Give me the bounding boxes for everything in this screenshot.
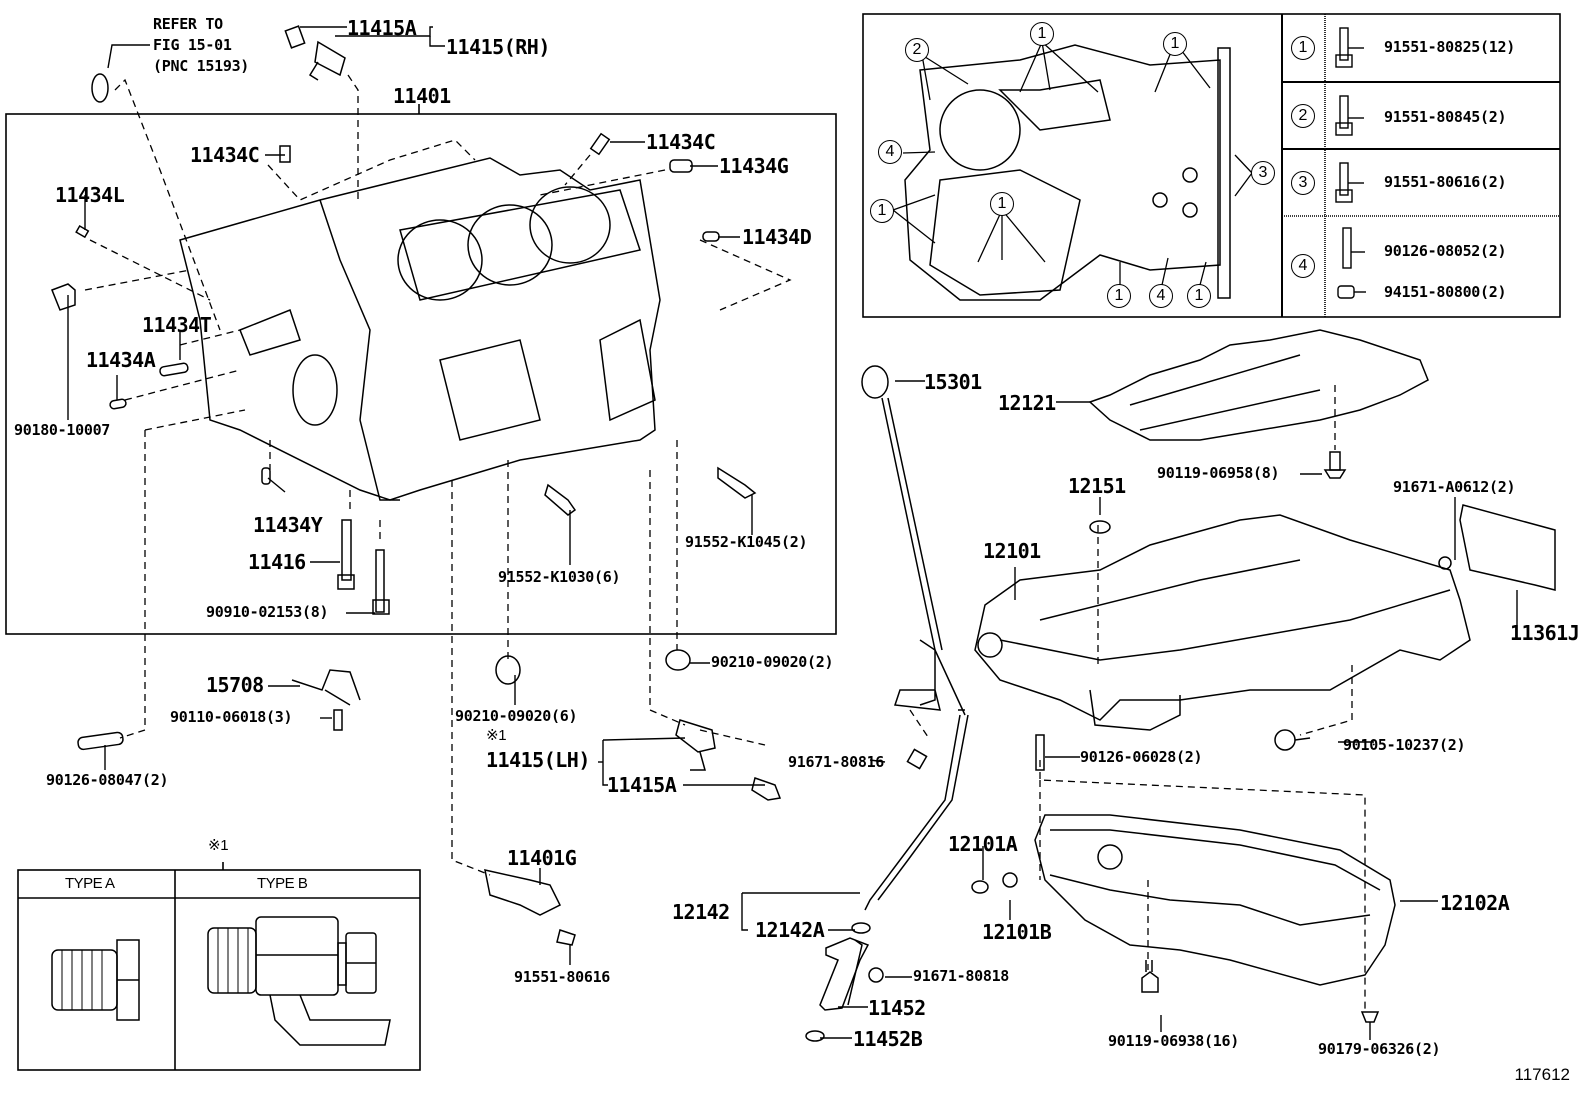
callout-1: 1 bbox=[1107, 284, 1131, 308]
part-15708[interactable]: 15708 bbox=[206, 673, 264, 697]
part-11434C-right[interactable]: 11434C bbox=[646, 130, 716, 154]
bolt-icon bbox=[284, 25, 306, 49]
legend-callout-2: 2 bbox=[1291, 104, 1315, 128]
part-11361J[interactable]: 11361J bbox=[1510, 621, 1580, 645]
callout-2: 2 bbox=[905, 38, 929, 62]
part-90126-08047[interactable]: 90126-08047(2) bbox=[46, 771, 169, 789]
part-90119-06958[interactable]: 90119-06958(8) bbox=[1157, 464, 1280, 482]
part-11416[interactable]: 11416 bbox=[248, 550, 306, 574]
part-11415-rh[interactable]: 11415(RH) bbox=[446, 35, 550, 59]
part-90210-09020-2[interactable]: 90210-09020(2) bbox=[711, 653, 834, 671]
part-11415A-top[interactable]: 11415A bbox=[347, 16, 417, 40]
part-12101B[interactable]: 12101B bbox=[982, 920, 1052, 944]
part-90210-09020-6[interactable]: 90210-09020(6) bbox=[455, 707, 578, 725]
reference-note-line2[interactable]: FIG 15-01 bbox=[153, 36, 232, 54]
legend-bolts bbox=[1335, 27, 1366, 299]
part-90110-06018[interactable]: 90110-06018(3) bbox=[170, 708, 293, 726]
part-91551-80616[interactable]: 91551-80616 bbox=[514, 968, 611, 986]
part-11452[interactable]: 11452 bbox=[868, 996, 926, 1020]
part-11434C-left[interactable]: 11434C bbox=[190, 143, 260, 167]
part-90105-10237[interactable]: 90105-10237(2) bbox=[1343, 736, 1466, 754]
legend-callout-3: 3 bbox=[1291, 171, 1315, 195]
part-11434D[interactable]: 11434D bbox=[742, 225, 812, 249]
oil-pan-parts bbox=[805, 329, 1556, 1042]
part-11401[interactable]: 11401 bbox=[393, 84, 451, 108]
part-11434A[interactable]: 11434A bbox=[86, 348, 156, 372]
part-91671-80816[interactable]: 91671-80816 bbox=[788, 753, 885, 771]
part-91671-A0612[interactable]: 91671-A0612(2) bbox=[1393, 478, 1516, 496]
legend-part-3[interactable]: 91551-80616(2) bbox=[1384, 173, 1507, 191]
part-11415A-bottom[interactable]: 11415A bbox=[607, 773, 677, 797]
reference-note-line3: (PNC 15193) bbox=[153, 57, 250, 75]
part-11434Y[interactable]: 11434Y bbox=[253, 513, 323, 537]
part-11415-lh[interactable]: 11415(LH) bbox=[486, 748, 590, 772]
engine-block-illustration bbox=[179, 157, 661, 501]
timing-cover-frame bbox=[862, 13, 1561, 318]
legend-callout-4: 4 bbox=[1291, 254, 1315, 278]
oil-jet-icon bbox=[308, 40, 346, 81]
timing-cover-illustration bbox=[904, 44, 1231, 301]
part-90126-06028[interactable]: 90126-06028(2) bbox=[1080, 748, 1203, 766]
type-b-header: TYPE B bbox=[257, 875, 308, 892]
part-90179-06326[interactable]: 90179-06326(2) bbox=[1318, 1040, 1441, 1058]
legend-part-4a[interactable]: 90126-08052(2) bbox=[1384, 242, 1507, 260]
callout-4: 4 bbox=[878, 140, 902, 164]
legend-callout-1: 1 bbox=[1291, 36, 1315, 60]
part-12101[interactable]: 12101 bbox=[983, 539, 1041, 563]
part-11434T[interactable]: 11434T bbox=[142, 313, 212, 337]
part-12101A[interactable]: 12101A bbox=[948, 832, 1018, 856]
part-91671-80818[interactable]: 91671-80818 bbox=[913, 967, 1010, 985]
callout-3: 3 bbox=[1251, 161, 1275, 185]
part-91552-K1030[interactable]: 91552-K1030(6) bbox=[498, 568, 621, 586]
callout-1: 1 bbox=[990, 192, 1014, 216]
part-12121[interactable]: 12121 bbox=[998, 391, 1056, 415]
figure-number: 117612 bbox=[1514, 1065, 1570, 1084]
part-11452B[interactable]: 11452B bbox=[853, 1027, 923, 1051]
type-table-frame bbox=[17, 869, 421, 1071]
part-12142[interactable]: 12142 bbox=[672, 900, 730, 924]
reference-note-line1: REFER TO bbox=[153, 15, 223, 33]
note-symbol-table: ※1 bbox=[208, 837, 229, 854]
part-90910-02153[interactable]: 90910-02153(8) bbox=[206, 603, 329, 621]
callout-1: 1 bbox=[1030, 22, 1054, 46]
legend-part-1[interactable]: 91551-80825(12) bbox=[1384, 38, 1515, 56]
block-assembly-frame bbox=[5, 113, 837, 635]
oil-seal-icon bbox=[91, 73, 109, 103]
callout-1: 1 bbox=[1163, 32, 1187, 56]
part-11434G[interactable]: 11434G bbox=[719, 154, 789, 178]
part-12142A[interactable]: 12142A bbox=[755, 918, 825, 942]
pin-icon bbox=[279, 145, 291, 163]
callout-4: 4 bbox=[1149, 284, 1173, 308]
part-12102A[interactable]: 12102A bbox=[1440, 891, 1510, 915]
type-a-header: TYPE A bbox=[65, 875, 115, 892]
part-12151[interactable]: 12151 bbox=[1068, 474, 1126, 498]
legend-part-2[interactable]: 91551-80845(2) bbox=[1384, 108, 1507, 126]
part-90180-10007[interactable]: 90180-10007 bbox=[14, 421, 111, 439]
part-11434L[interactable]: 11434L bbox=[55, 183, 125, 207]
part-91552-K1045[interactable]: 91552-K1045(2) bbox=[685, 533, 808, 551]
part-90119-06938[interactable]: 90119-06938(16) bbox=[1108, 1032, 1239, 1050]
part-15301[interactable]: 15301 bbox=[924, 370, 982, 394]
part-11401G[interactable]: 11401G bbox=[507, 846, 577, 870]
legend-part-4b[interactable]: 94151-80800(2) bbox=[1384, 283, 1507, 301]
callout-1: 1 bbox=[870, 199, 894, 223]
small-parts bbox=[51, 25, 782, 1046]
callout-1: 1 bbox=[1187, 284, 1211, 308]
note-symbol-1: ※1 bbox=[486, 727, 507, 744]
